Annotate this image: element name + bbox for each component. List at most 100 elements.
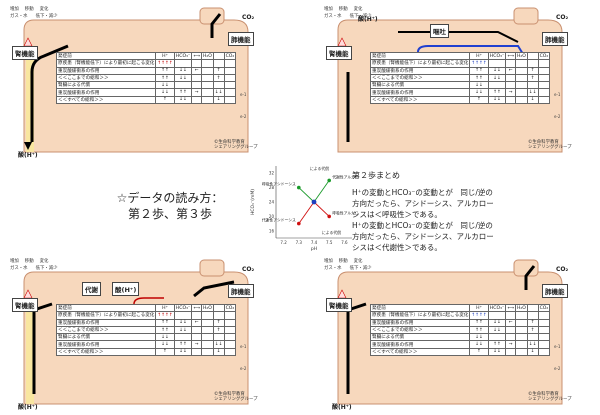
lung-cap <box>513 7 539 25</box>
summary-line: シスは＜代謝性＞である。 <box>352 243 442 252</box>
legend-row2: ガス・水 低下・減少 <box>10 265 58 271</box>
legend-movement: 移動 <box>24 259 34 264</box>
summary-line: 方向だったら、アシドーシス、アルカロー <box>352 199 494 208</box>
y-tick-label: 20 <box>269 214 275 219</box>
point-label: 代謝性アルカローシス <box>332 174 358 179</box>
kidney-column <box>26 52 34 152</box>
co2-path-arrow <box>193 280 235 298</box>
kidney-label: 腎機能 <box>12 298 38 312</box>
table-header: CO₂ <box>223 51 237 61</box>
table-row: ＜＜ここまでの総和＞＞↑↑↓↓↑ <box>369 73 551 83</box>
data-table: 発症前 H⁺ HCO₃⁻ ⟷ H₂O CO₂ 原疾患（腎機能低下）により最初に起… <box>55 303 237 357</box>
row-label-e1: e-1 <box>240 92 247 97</box>
acid-label: 酸(H⁺) <box>18 152 38 159</box>
data-arrow <box>313 201 330 217</box>
row-label-e1: e-1 <box>554 344 561 349</box>
center-point <box>311 199 317 205</box>
table-row: 原疾患（腎機能低下）により最初に起こる変化↑↑↑↑ <box>369 59 551 68</box>
chart-annotation: による代償 <box>322 230 341 235</box>
y-axis-label: HCO₃⁻(mM) <box>250 189 256 215</box>
summary-line: シスは＜呼吸性＞である。 <box>352 210 442 219</box>
table-row: 重炭酸緩衝系の作用↑↑↓↓←↑ <box>369 66 551 75</box>
y-tick-label: 28 <box>269 185 275 190</box>
x-axis-label: pH <box>311 246 317 252</box>
kidney-label: 腎機能 <box>12 46 38 60</box>
legend-change: 変化 <box>353 259 363 264</box>
kidney-label: 腎機能 <box>326 46 352 60</box>
table-header: H⁺ <box>155 51 175 61</box>
data-table: 発症前 H⁺ HCO₃⁻ ⟷ H₂O CO₂ 原疾患（腎機能低下）により最初に起… <box>369 51 551 105</box>
y-tick-label: 16 <box>269 228 275 233</box>
table-row: ＜＜ここまでの総和＞＞↑↑↓↓↑ <box>55 73 237 83</box>
summary-title: 第２歩まとめ <box>352 171 400 180</box>
lung-label: 肺機能 <box>228 284 254 298</box>
credit: ©生命科学教育 シェアリンググループ <box>528 392 572 402</box>
legend-movement: 移動 <box>24 7 34 12</box>
co2-label: CO₂ <box>242 266 255 273</box>
summary-line: H⁺の変動とHCO₃⁻の変動とが 同じ/逆の <box>352 188 493 197</box>
lung-label: 肺機能 <box>542 32 568 46</box>
legend-reduction: 低下・減少 <box>35 14 58 19</box>
table-header: ⟷ <box>191 51 202 61</box>
y-tick-label: 32 <box>269 171 275 176</box>
acid-label: 酸(H⁺) <box>358 16 378 23</box>
table-header: HCO₃⁻ <box>173 51 193 61</box>
row-label-e1: e-1 <box>240 344 247 349</box>
row-label-e2: e-2 <box>554 114 561 119</box>
summary-line: 方向だったら、アシドーシス、アルカロー <box>352 232 494 241</box>
table-row: 重炭酸緩衝系の作用↑↑↓↓←↑ <box>55 66 237 75</box>
table-row: ＜＜すべての総和＞＞↑↓↓↓ <box>369 95 551 105</box>
table-row: 重炭酸緩衝系の作用↑↑↓↓←↑ <box>55 318 237 327</box>
summary-block: 第２歩まとめ H⁺の変動とHCO₃⁻の変動とが 同じ/逆の 方向だったら、アシド… <box>352 170 582 253</box>
table-row: 重炭酸緩衝系の作用↓↓↑↑→↓↓ <box>55 88 237 97</box>
co2-path-arrow <box>524 265 536 290</box>
x-tick-label: 7.6 <box>341 240 348 245</box>
table-header: H₂O <box>200 51 214 61</box>
acid-path-arrow <box>30 44 69 142</box>
panel-top-left: 増加 移動 変化 ガス・水 低下・減少 腎機能 肺機能 CO₂ 酸(H⁺) 発症… <box>4 2 272 162</box>
legend-change: 変化 <box>353 7 363 12</box>
summary-line: H⁺の変動とHCO₃⁻の変動とが 同じ/逆の <box>352 221 493 230</box>
legend: 増加 移動 変化 <box>10 6 48 12</box>
legend-reduction: 低下・減少 <box>349 14 372 19</box>
legend-increase: 増加 <box>324 7 333 12</box>
kidney-column <box>26 304 34 404</box>
co2-label: CO₂ <box>242 14 255 21</box>
kidney-label: 腎機能 <box>326 298 352 312</box>
panel-top-right: 増加 移動 変化 ガス・水 低下・減少 腎機能 肺機能 嘔吐 CO₂ 酸(H⁺)… <box>318 2 586 162</box>
legend-change: 変化 <box>39 259 49 264</box>
panel-bottom-left: 増加 移動 変化 ガス・水 低下・減少 腎機能 肺機能 代謝 酸(H⁺) CO₂… <box>4 254 272 414</box>
acid-label: 酸(H⁺) <box>18 404 38 411</box>
table-row: ＜＜すべての総和＞＞↑↓↓↓ <box>55 95 237 105</box>
row-label-e1: e-1 <box>554 92 561 97</box>
lung-label: 肺機能 <box>542 284 568 298</box>
co2-path-arrow <box>210 13 222 38</box>
table-row: 腎臓による代償↓↓ <box>369 81 551 90</box>
metabolism-label: 代謝 <box>82 282 101 296</box>
legend-reduction: 低下・減少 <box>349 266 372 271</box>
legend: 増加 移動 変化 <box>10 258 48 264</box>
data-table: 発症前 H⁺ HCO₃⁻ ⟷ H₂O CO₂ 原疾患（腎機能低下）により最初に起… <box>369 303 551 357</box>
table-row: 原疾患（腎機能低下）により最初に起こる変化↑↑↑↑ <box>55 59 237 68</box>
legend-movement: 移動 <box>338 259 348 264</box>
legend-reduction: 低下・減少 <box>35 266 58 271</box>
table-row: 重炭酸緩衝系の作用↑↑↓↓←↑ <box>369 318 551 327</box>
legend-change: 変化 <box>39 7 49 12</box>
data-point <box>327 178 331 183</box>
x-tick-label: 7.2 <box>280 240 287 245</box>
data-point <box>327 214 331 219</box>
x-tick-label: 7.3 <box>296 240 303 245</box>
panel-bottom-right: 増加 移動 変化 ガス・水 低下・減少 腎機能 肺機能 CO₂ 酸(H⁺) 発症… <box>318 254 586 414</box>
row-label-e2: e-2 <box>240 114 247 119</box>
point-label: 呼吸性アルカローシス <box>332 210 358 215</box>
credit: ©生命科学教育 シェアリンググループ <box>214 140 258 150</box>
table-row: ＜＜ここまでの総和＞＞↑↑↓↓↑ <box>55 325 237 335</box>
point-label: 呼吸性アシドーシス <box>262 182 296 187</box>
data-point <box>297 221 301 226</box>
legend-movement: 移動 <box>338 7 348 12</box>
blue-path-arrow <box>417 45 529 102</box>
legend-increase: 増加 <box>10 7 19 12</box>
table-row: ＜＜すべての総和＞＞↑↓↓↓ <box>55 347 237 357</box>
x-tick-label: 7.5 <box>326 240 333 245</box>
